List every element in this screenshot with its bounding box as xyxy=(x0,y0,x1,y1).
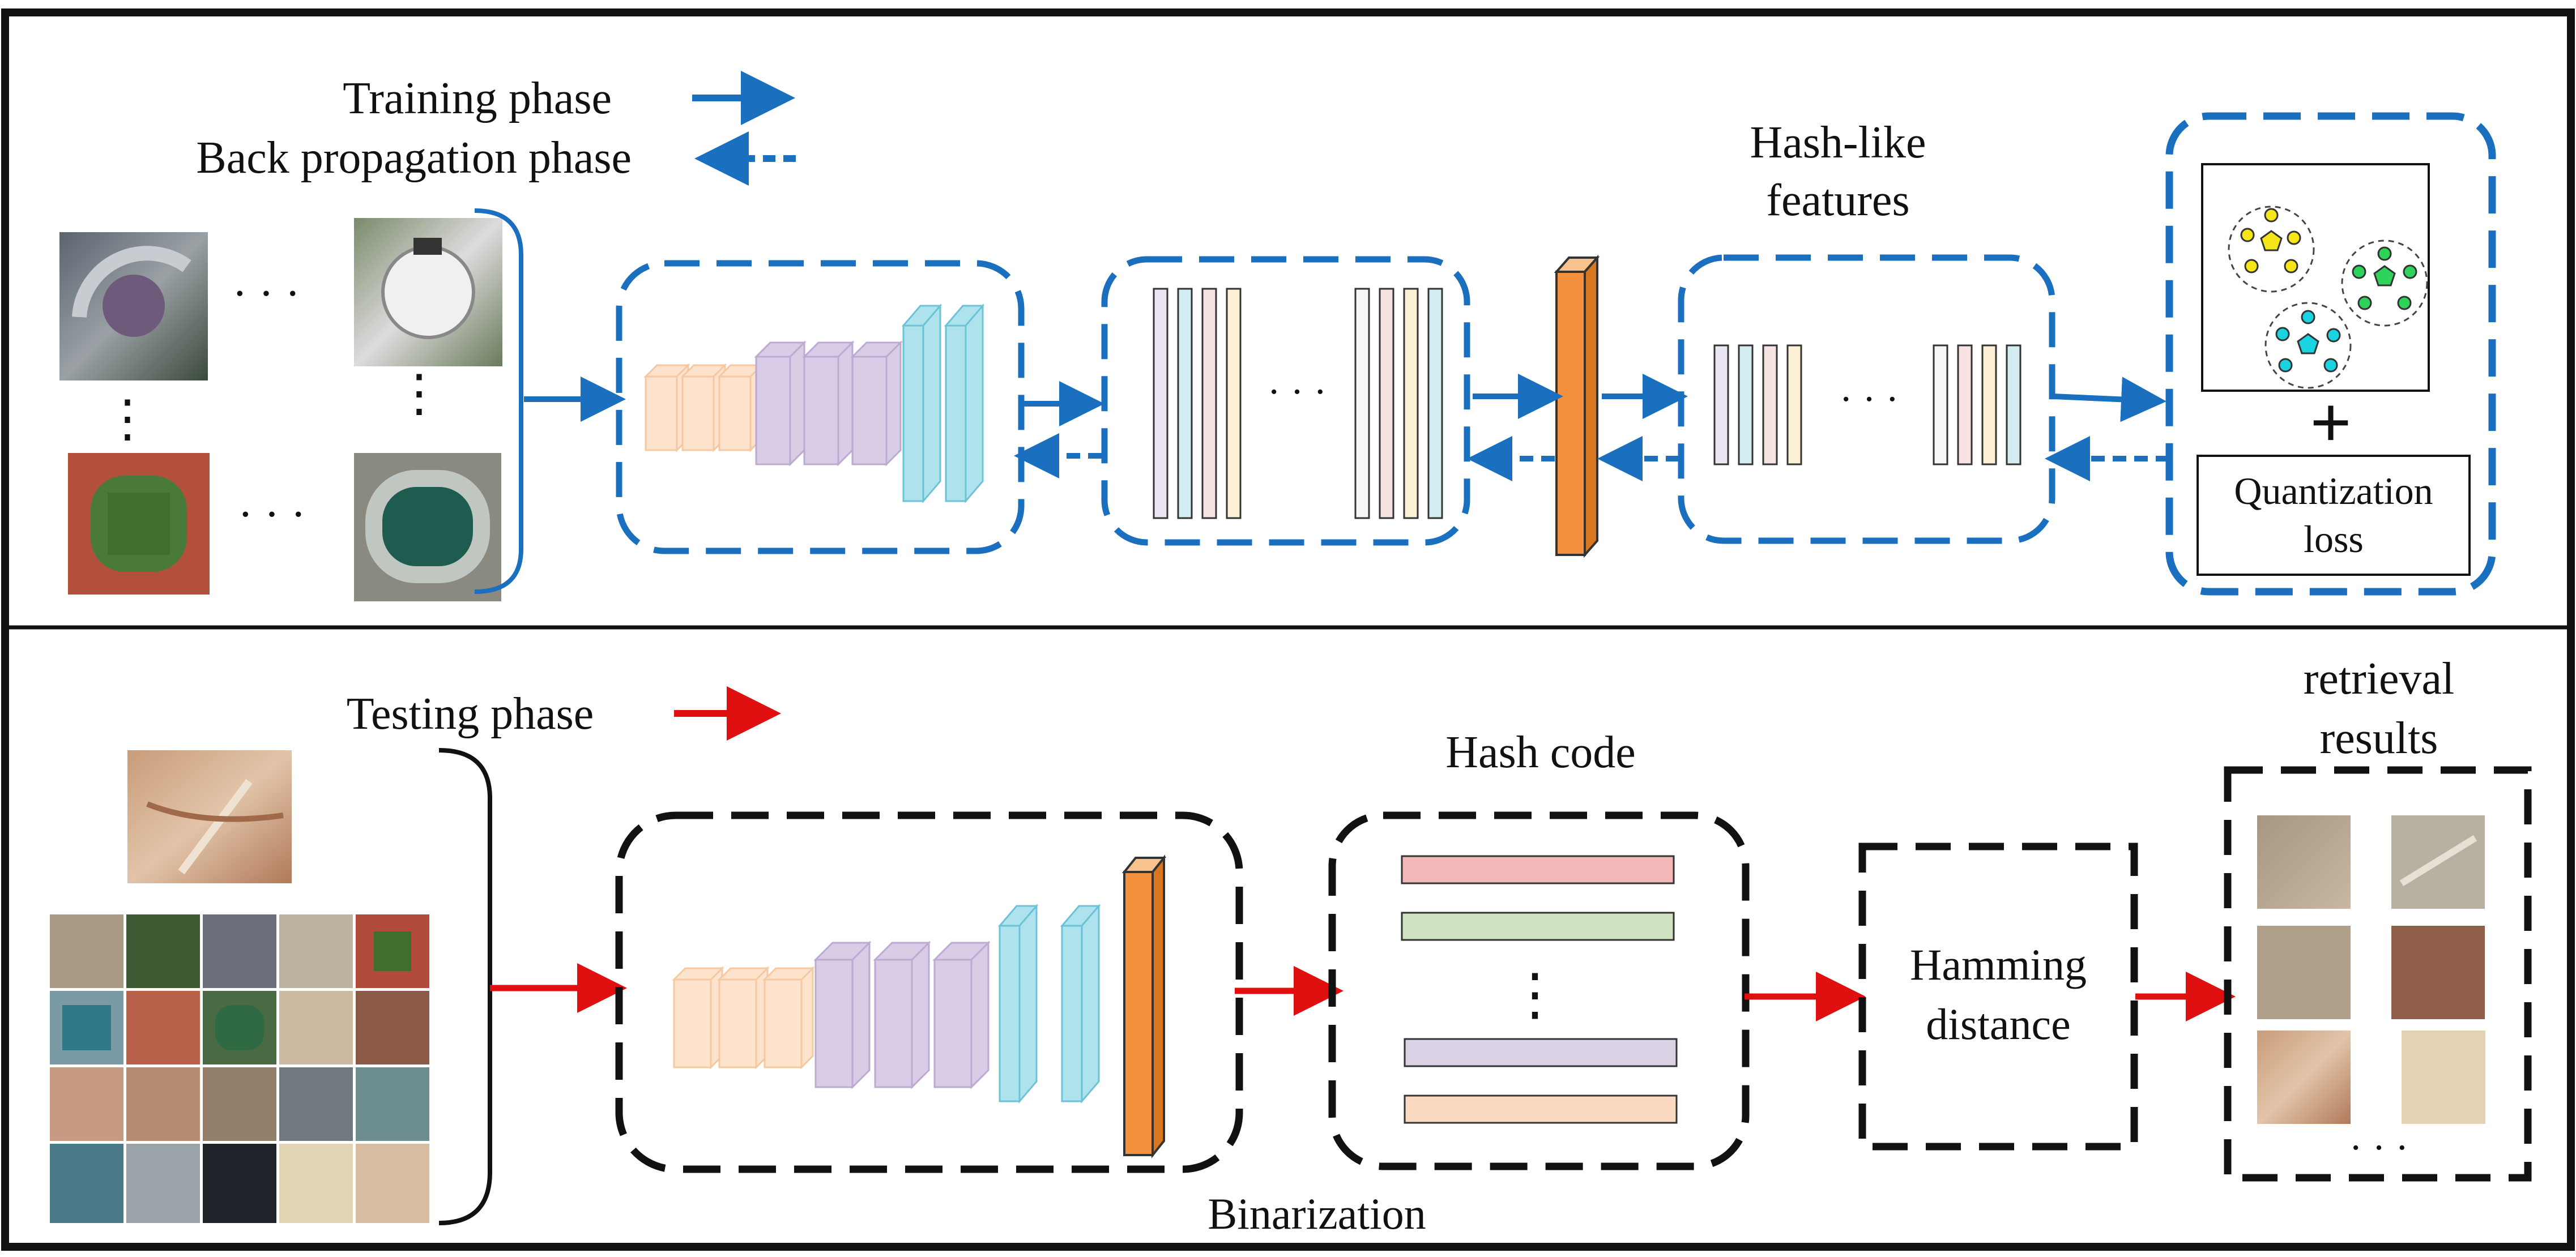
training-image-track-1 xyxy=(68,453,210,595)
quantization-loss-panel xyxy=(2197,455,2471,576)
training-image-stadium-2 xyxy=(354,218,502,366)
retrieval-result-images xyxy=(2257,815,2485,1124)
cnn-box-test xyxy=(615,811,1243,1173)
hamming-distance-label-line2: distance xyxy=(1926,999,2071,1049)
hash-code-ellipsis: ⋮ xyxy=(1507,963,1563,1026)
cluster-yellow-icon xyxy=(2228,206,2315,293)
query-image xyxy=(127,750,292,883)
outer-frame xyxy=(1,8,2575,1251)
cnn-box-train xyxy=(616,260,1025,554)
retrieval-results-label-line2: results xyxy=(2320,713,2438,763)
hamming-distance-label-line1: Hamming xyxy=(1910,940,2087,989)
retrieval-results-box xyxy=(2224,766,2532,1182)
images-col1-ellipsis: ⋮ xyxy=(102,391,153,447)
images-row2-ellipsis: · · · xyxy=(238,490,306,540)
cluster-cyan-icon xyxy=(2264,302,2352,389)
training-image-stadium-1 xyxy=(59,232,208,380)
loss-box xyxy=(2165,112,2496,596)
cluster-panel xyxy=(2201,163,2430,392)
hash-like-ellipsis: · · · xyxy=(1840,378,1899,421)
testing-phase-label: Testing phase xyxy=(347,689,594,739)
forward-arrow-5 xyxy=(2053,377,2166,422)
fc-bars-train xyxy=(1153,288,1443,519)
training-images-bracket xyxy=(474,208,523,594)
retrieval-results-label-line1: retrieval xyxy=(2304,654,2454,704)
quantization-loss-label-line1: Quantization xyxy=(2234,469,2433,512)
hash-code-bars xyxy=(1401,855,1678,1124)
hash-code-box xyxy=(1328,811,1750,1170)
cnn-layers-test xyxy=(672,854,1167,1158)
testing-images-bracket xyxy=(438,748,492,1225)
fc-box-train xyxy=(1101,256,1470,546)
hash-like-feature-bars xyxy=(1713,344,2021,465)
training-phase-label: Training phase xyxy=(343,74,612,123)
images-col2-ellipsis: ⋮ xyxy=(394,366,445,422)
quantization-loss-label-line2: loss xyxy=(2304,518,2364,561)
back-propagation-phase-label: Back propagation phase xyxy=(196,133,632,183)
cluster-green-icon xyxy=(2341,240,2428,327)
training-image-track-2 xyxy=(354,453,501,601)
retrieval-results-ellipsis: · · · xyxy=(2349,1126,2409,1170)
database-images-grid xyxy=(50,914,429,1223)
hash-like-features-label-line1: Hash-like xyxy=(1750,118,1926,168)
plus-sign: + xyxy=(2310,382,2352,464)
hash-like-features-label-line2: features xyxy=(1766,176,1909,225)
cnn-layers-train xyxy=(643,303,985,504)
binarization-label: Binarization xyxy=(1208,1189,1426,1238)
images-row1-ellipsis: · · · xyxy=(232,269,300,319)
fc-train-ellipsis: · · · xyxy=(1268,370,1327,414)
hash-layer-train xyxy=(1554,254,1600,558)
hamming-distance-box xyxy=(1858,843,2138,1151)
hash-like-features-box xyxy=(1678,254,2055,544)
hash-code-label: Hash code xyxy=(1445,728,1635,777)
